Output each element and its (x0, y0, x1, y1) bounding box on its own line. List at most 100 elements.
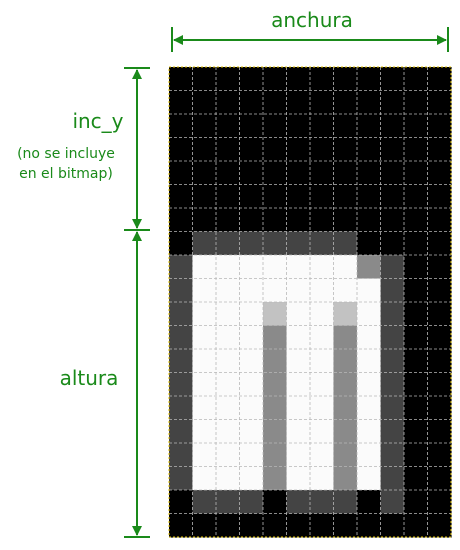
offset-pixel (333, 137, 358, 162)
bitmap-pixel (263, 490, 288, 515)
offset-pixel (310, 137, 335, 162)
offset-pixel (169, 67, 194, 92)
bitmap-pixel (239, 231, 264, 256)
bitmap-pixel (427, 325, 452, 350)
offset-pixel (404, 114, 429, 139)
bitmap-pixel (310, 372, 335, 397)
grid-lines (169, 67, 451, 537)
bitmap-pixel (427, 372, 452, 397)
bitmap-pixel (427, 490, 452, 515)
bitmap-pixel (427, 513, 452, 538)
bitmap-pixel (192, 372, 217, 397)
bitmap-pixel (404, 513, 429, 538)
bitmap-pixel (286, 325, 311, 350)
offset-pixel (310, 114, 335, 139)
bitmap-pixel (310, 231, 335, 256)
bitmap-pixel (169, 278, 194, 303)
offset-pixel (216, 90, 241, 115)
bitmap-pixel (263, 372, 288, 397)
bitmap-pixel (169, 396, 194, 421)
bitmap-pixel (427, 419, 452, 444)
bitmap-pixel (216, 349, 241, 374)
offset-pixel (263, 161, 288, 186)
bitmap-pixel (310, 466, 335, 491)
bitmap-pixel (380, 490, 405, 515)
bitmap-pixel (427, 302, 452, 327)
offset-pixel (169, 90, 194, 115)
bitmap-pixel (216, 278, 241, 303)
bitmap-pixel (310, 278, 335, 303)
bitmap-pixel (380, 231, 405, 256)
offset-pixel (239, 184, 264, 209)
offset-pixel (357, 137, 382, 162)
bitmap-pixel (310, 302, 335, 327)
offset-pixel (380, 67, 405, 92)
offset-pixel (216, 161, 241, 186)
bitmap-pixel (286, 490, 311, 515)
offset-pixel (357, 90, 382, 115)
bitmap-pixel (216, 466, 241, 491)
bitmap-pixel (286, 419, 311, 444)
bitmap-pixel (286, 278, 311, 303)
offset-pixel (427, 184, 452, 209)
bitmap-pixel (404, 349, 429, 374)
offset-pixel (216, 114, 241, 139)
bitmap-pixel (263, 466, 288, 491)
offset-pixel (357, 184, 382, 209)
bitmap-pixel (310, 443, 335, 468)
offset-pixel (427, 114, 452, 139)
bitmap-pixel (380, 466, 405, 491)
bitmap-pixel (404, 396, 429, 421)
offset-pixel (192, 184, 217, 209)
offset-pixel (310, 161, 335, 186)
bitmap-pixel (169, 443, 194, 468)
inc-y-note-line-1: (no se incluye (17, 146, 115, 162)
bitmap-pixel (333, 349, 358, 374)
offset-pixel (404, 90, 429, 115)
bitmap-pixel (427, 278, 452, 303)
bitmap-pixel (427, 231, 452, 256)
bitmap-pixel (169, 349, 194, 374)
bitmap-pixel (239, 419, 264, 444)
bitmap-pixel (169, 255, 194, 280)
offset-pixel (169, 184, 194, 209)
offset-pixel (357, 67, 382, 92)
bitmap-pixel (216, 396, 241, 421)
width-dimension: anchura (171, 8, 449, 52)
bitmap-pixel (310, 349, 335, 374)
bitmap-pixel (239, 466, 264, 491)
offset-pixel (333, 90, 358, 115)
offset-pixel (192, 90, 217, 115)
offset-pixel (216, 67, 241, 92)
bitmap-pixel (310, 419, 335, 444)
bitmap-pixel (404, 278, 429, 303)
offset-pixel (263, 208, 288, 233)
bitmap-pixel (380, 278, 405, 303)
bitmap-pixel (380, 513, 405, 538)
bitmap-pixel (192, 255, 217, 280)
bitmap-pixel (286, 302, 311, 327)
bitmap-pixel (286, 466, 311, 491)
bitmap-pixel (333, 443, 358, 468)
bitmap-pixel (239, 349, 264, 374)
offset-pixel (286, 137, 311, 162)
offset-pixel (427, 161, 452, 186)
bitmap-pixel (380, 302, 405, 327)
offset-pixel (404, 137, 429, 162)
inc-y-dimension: inc_y (no se incluye en el bitmap) (17, 67, 150, 231)
bitmap-pixel (286, 513, 311, 538)
bitmap-pixel (192, 443, 217, 468)
bitmap-pixel (404, 466, 429, 491)
bitmap-pixel (192, 278, 217, 303)
bitmap-pixel (192, 466, 217, 491)
bitmap-pixel (192, 325, 217, 350)
inc-y-label: inc_y (72, 109, 123, 133)
bitmap-pixel (286, 231, 311, 256)
bitmap-grid (168, 66, 452, 538)
offset-pixel (192, 161, 217, 186)
bitmap-pixel (239, 396, 264, 421)
offset-pixel (169, 161, 194, 186)
offset-pixel (333, 161, 358, 186)
bitmap-pixel (380, 255, 405, 280)
